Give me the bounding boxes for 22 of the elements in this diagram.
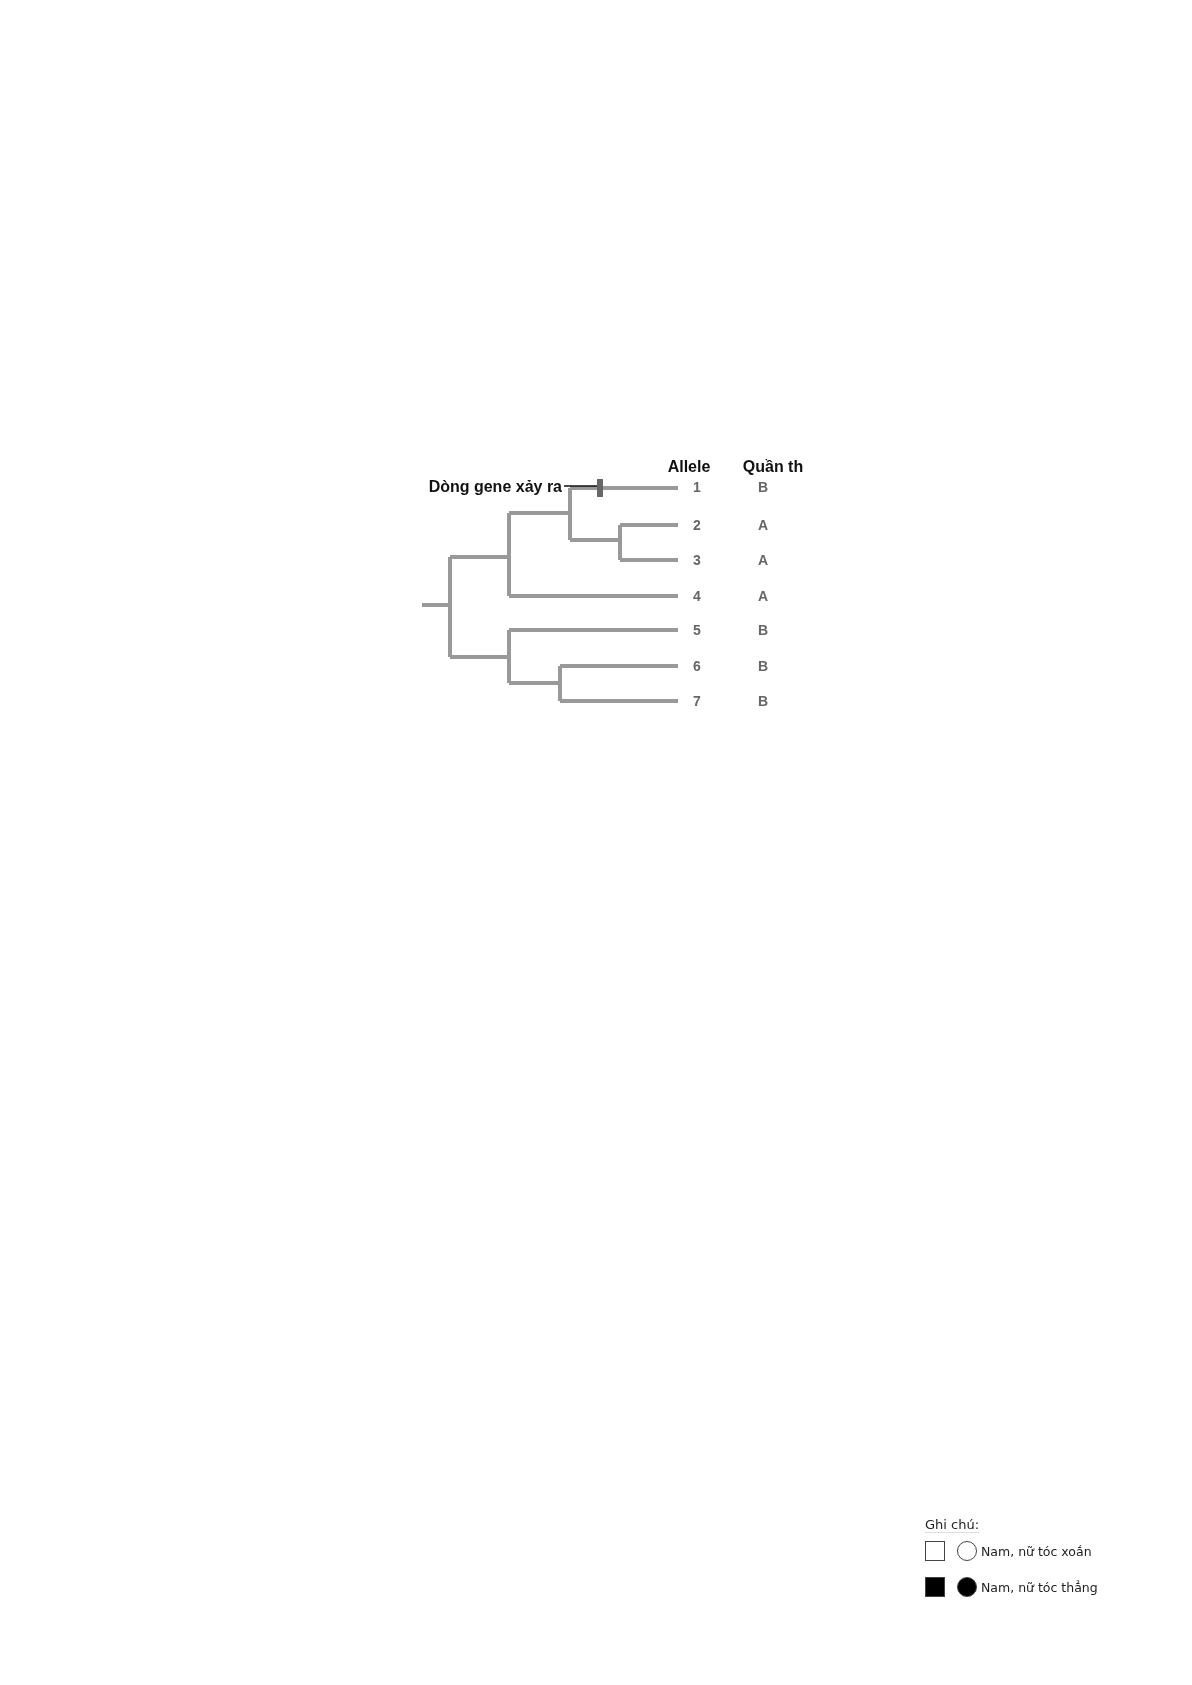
allele-number: 1 (693, 478, 701, 496)
column-header: Quần th (742, 458, 804, 476)
allele-number: 5 (693, 621, 701, 639)
population-label: A (757, 587, 769, 605)
population-label: B (757, 692, 769, 710)
annotation-text: Dòng gene xảy ra (390, 478, 562, 496)
population-label: A (757, 516, 769, 534)
population-label: B (757, 657, 769, 675)
allele-number: 2 (693, 516, 701, 534)
leader-line (563, 485, 598, 487)
population-label: B (757, 478, 769, 496)
legend-text: Nam, nữ tóc thẳng (981, 1579, 1098, 1595)
gene-flow-mark (597, 479, 603, 497)
allele-number: 6 (693, 657, 701, 675)
population-label: B (757, 621, 769, 639)
allele-number: 4 (693, 587, 701, 605)
legend-text: Nam, nữ tóc xoắn (981, 1543, 1092, 1559)
legend-title: Ghi chú: (925, 1517, 980, 1533)
allele-number: 7 (693, 692, 701, 710)
column-header: Allele (667, 458, 711, 476)
population-label: A (757, 551, 769, 569)
allele-number: 3 (693, 551, 701, 569)
